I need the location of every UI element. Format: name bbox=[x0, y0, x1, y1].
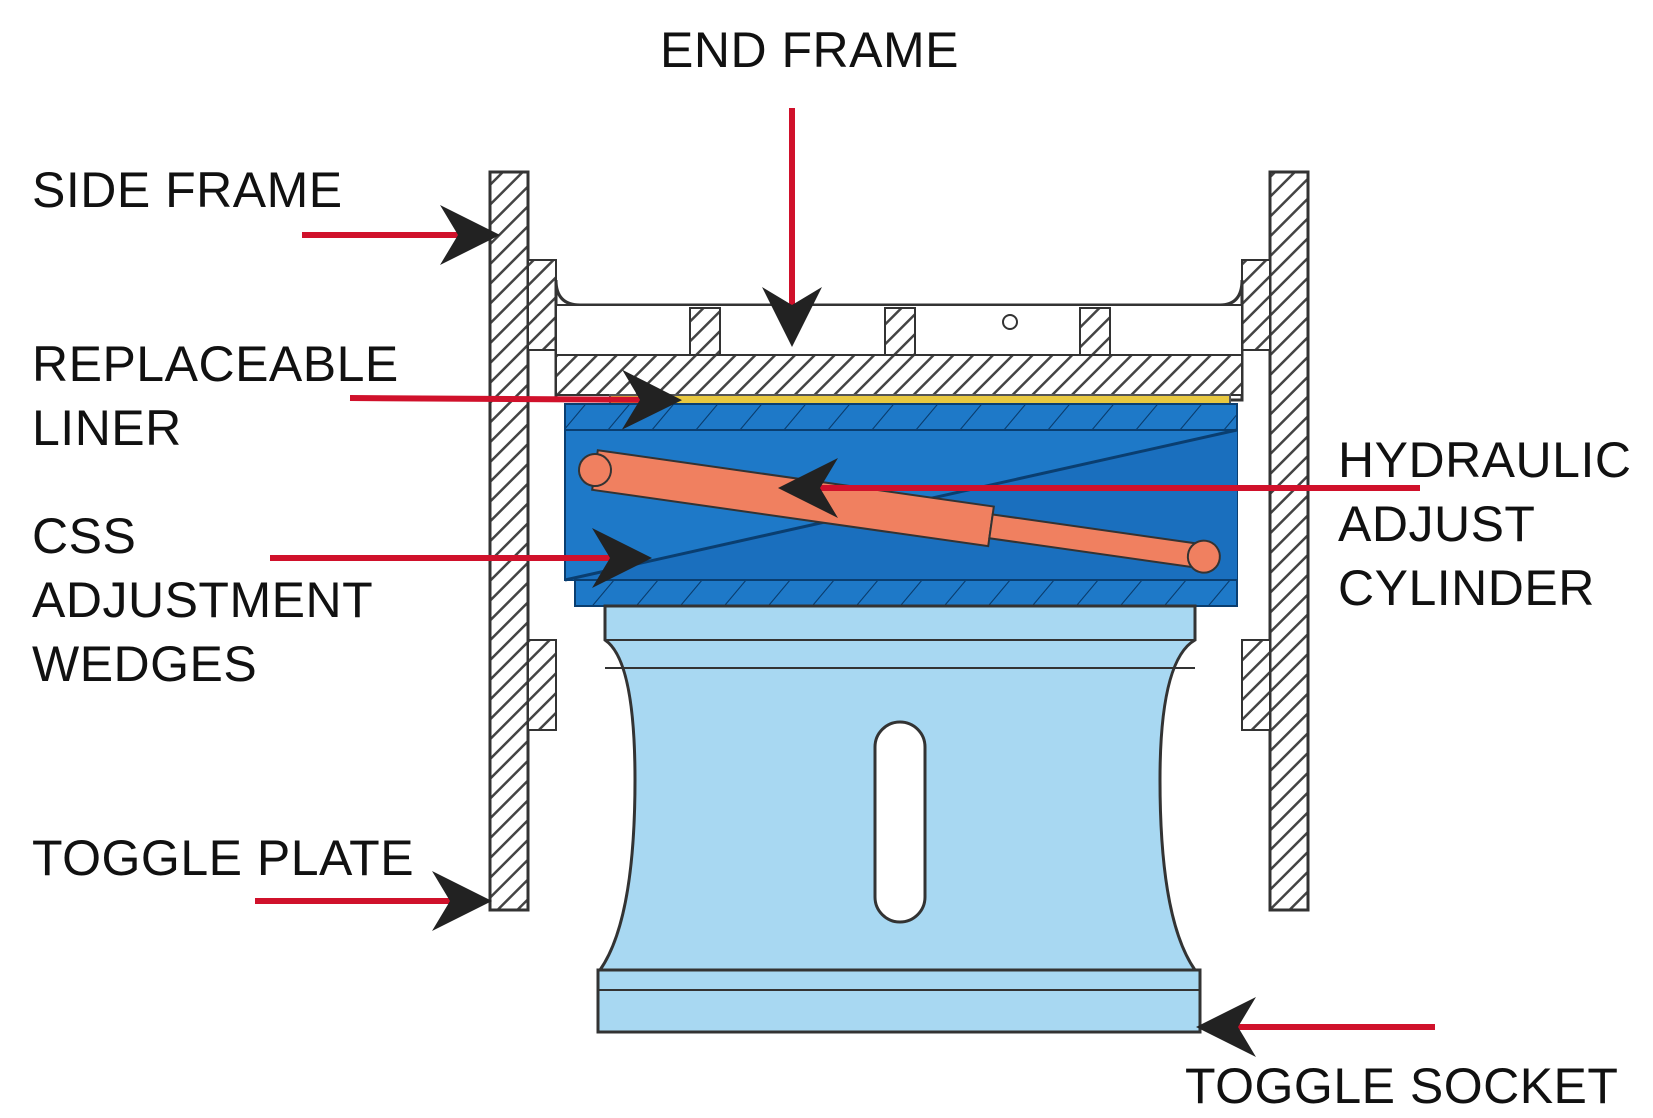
toggle-block bbox=[596, 604, 1202, 1034]
label-css-adjustment-wedges-line-3: WEDGES bbox=[32, 636, 258, 692]
label-toggle-plate: TOGGLE PLATE bbox=[32, 826, 414, 890]
label-replaceable-liner-line-1: REPLACEABLE bbox=[32, 336, 399, 392]
label-replaceable-liner: REPLACEABLE LINER bbox=[32, 332, 399, 460]
label-toggle-socket-text: TOGGLE SOCKET bbox=[1185, 1058, 1619, 1114]
label-side-frame-text: SIDE FRAME bbox=[32, 162, 343, 218]
label-hydraulic-adjust-cylinder: HYDRAULIC ADJUST CYLINDER bbox=[1338, 428, 1631, 620]
label-toggle-socket: TOGGLE SOCKET bbox=[1185, 1054, 1618, 1118]
arrow-replaceable-liner bbox=[349, 369, 682, 430]
label-toggle-plate-text: TOGGLE PLATE bbox=[32, 830, 415, 886]
leader-arrows bbox=[255, 108, 1435, 1057]
label-end-frame: END FRAME bbox=[660, 18, 959, 82]
label-hydraulic-line-2: ADJUST bbox=[1338, 496, 1536, 552]
label-css-adjustment-wedges-line-1: CSS bbox=[32, 508, 137, 564]
label-side-frame: SIDE FRAME bbox=[32, 158, 343, 222]
label-hydraulic-line-3: CYLINDER bbox=[1338, 560, 1595, 616]
label-hydraulic-line-1: HYDRAULIC bbox=[1338, 432, 1632, 488]
side-frame-right bbox=[1241, 170, 1310, 912]
side-frame-left bbox=[488, 170, 557, 912]
label-end-frame-text: END FRAME bbox=[660, 22, 959, 78]
label-replaceable-liner-line-2: LINER bbox=[32, 400, 182, 456]
label-css-adjustment-wedges: CSS ADJUSTMENT WEDGES bbox=[32, 504, 373, 696]
label-css-adjustment-wedges-line-2: ADJUSTMENT bbox=[32, 572, 374, 628]
end-frame bbox=[554, 279, 1244, 402]
